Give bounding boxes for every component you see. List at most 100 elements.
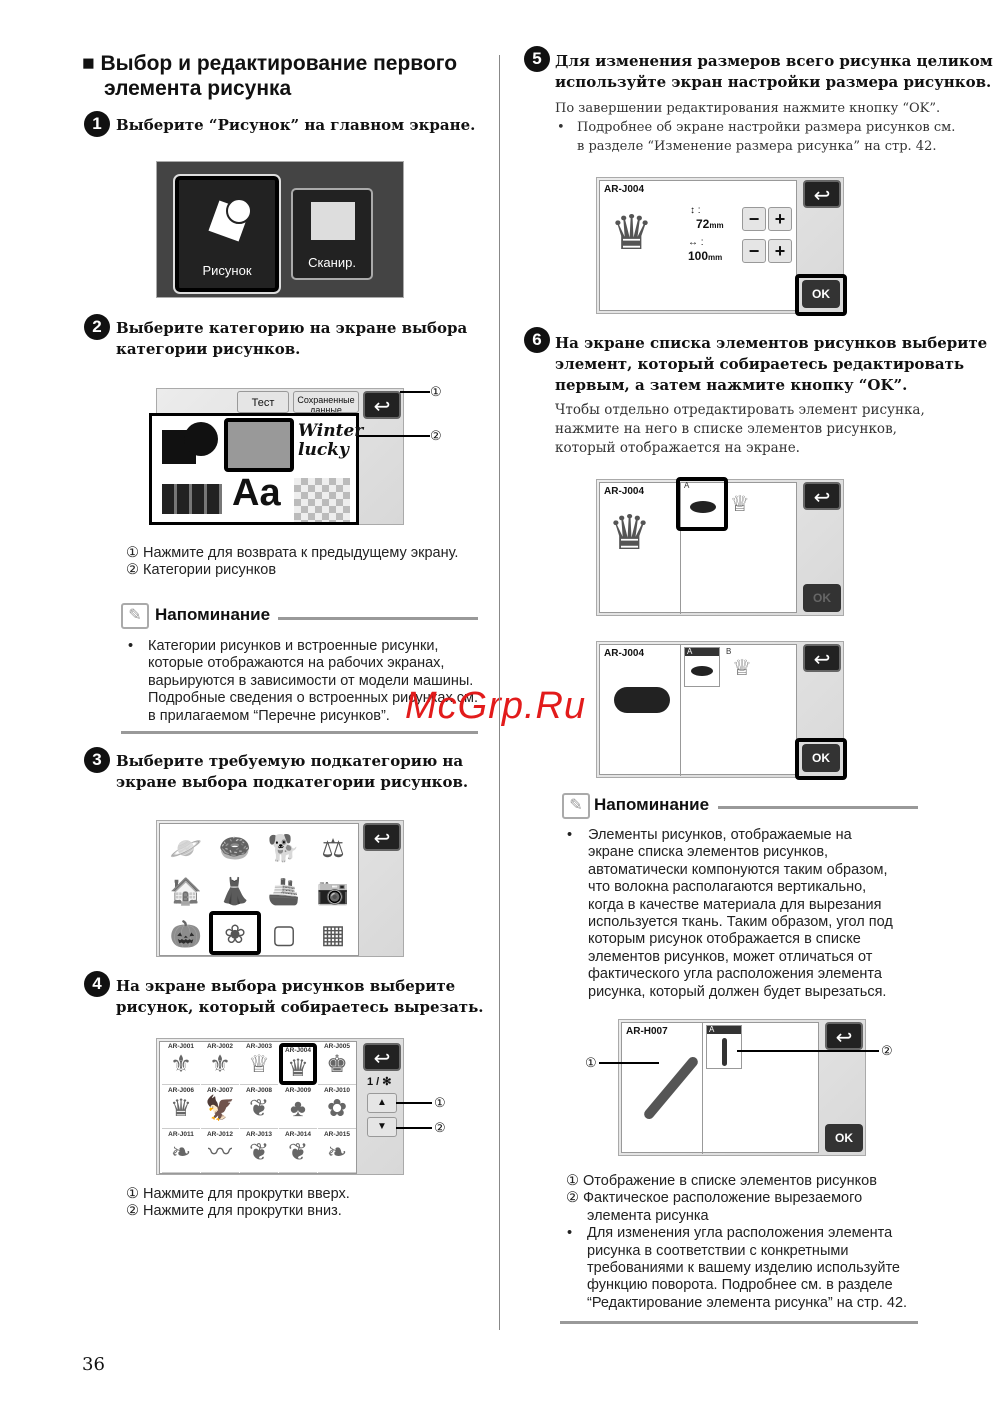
step-text-line: рисунок, который собираетесь вырезать. [116, 998, 484, 1016]
basic-shapes-circle [184, 422, 218, 456]
note-marker: ② [126, 562, 139, 579]
width-label: ↔ : [688, 237, 704, 248]
subcategory-item[interactable]: 🐕 [267, 833, 301, 863]
watermark: McGrp.Ru [405, 685, 587, 727]
subcategory-item[interactable]: ⚖ [321, 833, 345, 863]
step-text-line: категории рисунков. [116, 340, 301, 358]
ok-button[interactable]: OK [802, 280, 840, 308]
seasonal-category[interactable] [224, 418, 294, 472]
subcategory-item[interactable]: 🪐 [169, 833, 203, 863]
back-button[interactable]: ↩ [803, 644, 841, 672]
page-indicator: 1 / ✻ [367, 1076, 392, 1088]
selected-subcategory[interactable] [209, 911, 261, 955]
divider [278, 617, 478, 620]
subcategory-item[interactable]: 🏠 [169, 876, 203, 906]
pattern-item[interactable]: AR-J001⚜ [162, 1043, 200, 1085]
back-button[interactable]: ↩ [803, 482, 841, 510]
borders-category[interactable] [162, 484, 222, 514]
element-a-item[interactable]: A [676, 477, 728, 531]
pattern-item[interactable]: AR-J003♕ [240, 1043, 278, 1085]
quilt-category[interactable] [294, 478, 350, 522]
back-button[interactable]: ↩ [803, 180, 841, 208]
step-number: 5 [524, 46, 550, 72]
subcategory-item[interactable]: 🎃 [169, 919, 203, 949]
pattern-button[interactable]: Рисунок [173, 174, 281, 294]
pattern-item[interactable]: AR-J015❧ [318, 1131, 356, 1173]
element-a-item[interactable]: A [684, 647, 720, 687]
height-plus-button[interactable]: + [768, 207, 792, 231]
ok-highlight [795, 274, 847, 316]
width-minus-button[interactable]: − [742, 239, 766, 263]
pattern-item[interactable]: AR-J005♚ [318, 1043, 356, 1085]
pattern-item[interactable]: AR-J004♛ [279, 1043, 317, 1085]
subcategory-item[interactable]: 📷 [316, 876, 350, 906]
pattern-item[interactable]: AR-J007🦅 [201, 1087, 239, 1129]
pattern-icon: ⚜ [209, 1051, 231, 1078]
pattern-item[interactable]: AR-J011❧ [162, 1131, 200, 1173]
element-b-item[interactable]: ♕ [730, 491, 750, 516]
ok-button[interactable]: OK [825, 1124, 863, 1152]
callout-2: ② [430, 428, 442, 443]
element-a-item[interactable]: A [706, 1025, 742, 1069]
test-tab[interactable]: Тест [237, 391, 289, 413]
pattern-item[interactable]: AR-J013❦ [240, 1131, 278, 1173]
pattern-item[interactable]: AR-J009♣ [279, 1087, 317, 1129]
subcategory-item[interactable]: ▦ [320, 919, 346, 949]
subcategory-item[interactable]: ❀ [224, 919, 246, 949]
ok-button[interactable]: OK [802, 744, 840, 772]
bullet-line: “Редактирование элемента рисунка” на стр… [587, 1294, 908, 1311]
pattern-code: AR-J004 [284, 1047, 311, 1054]
element-label: A [687, 647, 693, 656]
crown-preview-icon: ♛ [610, 207, 654, 260]
page-number: 36 [82, 1354, 105, 1375]
element-a-preview [614, 687, 670, 713]
saved-data-tab[interactable]: Сохраненные данные [293, 391, 359, 413]
pattern-item[interactable]: AR-J012〰 [201, 1131, 239, 1173]
step-text-line: Для изменения размеров всего рисунка цел… [555, 52, 993, 70]
scroll-up-button[interactable]: ▲ [367, 1093, 397, 1113]
height-value: 72 [696, 217, 710, 231]
memo-line: автоматически компонуются таким образом, [588, 861, 888, 878]
pattern-item[interactable]: AR-J008❦ [240, 1087, 278, 1129]
memo-line: в прилагаемом “Перечне рисунков”. [148, 707, 390, 724]
note-text: Фактическое расположение вырезаемого [583, 1190, 863, 1207]
pattern-code: AR-J006 [167, 1087, 194, 1094]
back-button[interactable]: ↩ [363, 391, 401, 419]
subcategory-item[interactable]: 👗 [218, 876, 252, 906]
step-text-line: Выберите требуемую подкатегорию на [116, 752, 464, 770]
note-marker: ② [566, 1190, 579, 1207]
subcategory-item[interactable]: ▢ [271, 919, 297, 949]
callout-1: ① [434, 1095, 446, 1110]
callout-line [737, 1050, 879, 1052]
pattern-icon: ♛ [170, 1095, 192, 1122]
pattern-item[interactable]: AR-J002⚜ [201, 1043, 239, 1085]
step-text-line: На экране списка элементов рисунков выбе… [555, 334, 988, 352]
subcategory-item[interactable]: 🍩 [218, 833, 252, 863]
pattern-icon: ❦ [248, 1095, 270, 1122]
pattern-item[interactable]: AR-J006♛ [162, 1087, 200, 1129]
bullet-line: рисунка в соответствии с конкретными [587, 1242, 849, 1259]
scan-button[interactable]: Сканир. [291, 188, 373, 280]
element-b-item[interactable]: B♕ [726, 647, 752, 680]
fonts-category[interactable]: Aa [232, 472, 281, 514]
back-button[interactable]: ↩ [363, 823, 401, 851]
note-marker: ① [126, 545, 139, 561]
memo-line: варьируются в зависимости от модели маши… [148, 672, 474, 689]
back-button[interactable]: ↩ [825, 1022, 863, 1050]
width-plus-button[interactable]: + [768, 239, 792, 263]
height-minus-button[interactable]: − [742, 207, 766, 231]
scroll-down-button[interactable]: ▼ [367, 1117, 397, 1137]
body-line: Чтобы отдельно отредактировать элемент р… [555, 402, 925, 418]
note-text: Нажмите для возврата к предыдущему экран… [143, 545, 459, 561]
element-panel: AR-J004 A B♕ [599, 644, 797, 776]
pattern-item[interactable]: AR-J010✿ [318, 1087, 356, 1129]
bullet-line: функцию поворота. Подробнее см. в раздел… [587, 1277, 893, 1294]
pattern-item[interactable]: AR-J014❦ [279, 1131, 317, 1173]
back-button[interactable]: ↩ [363, 1043, 401, 1071]
ok-button-disabled[interactable]: OK [803, 584, 841, 612]
subcategory-item[interactable]: 🚢 [267, 876, 301, 906]
note-marker: ① [126, 1186, 139, 1202]
